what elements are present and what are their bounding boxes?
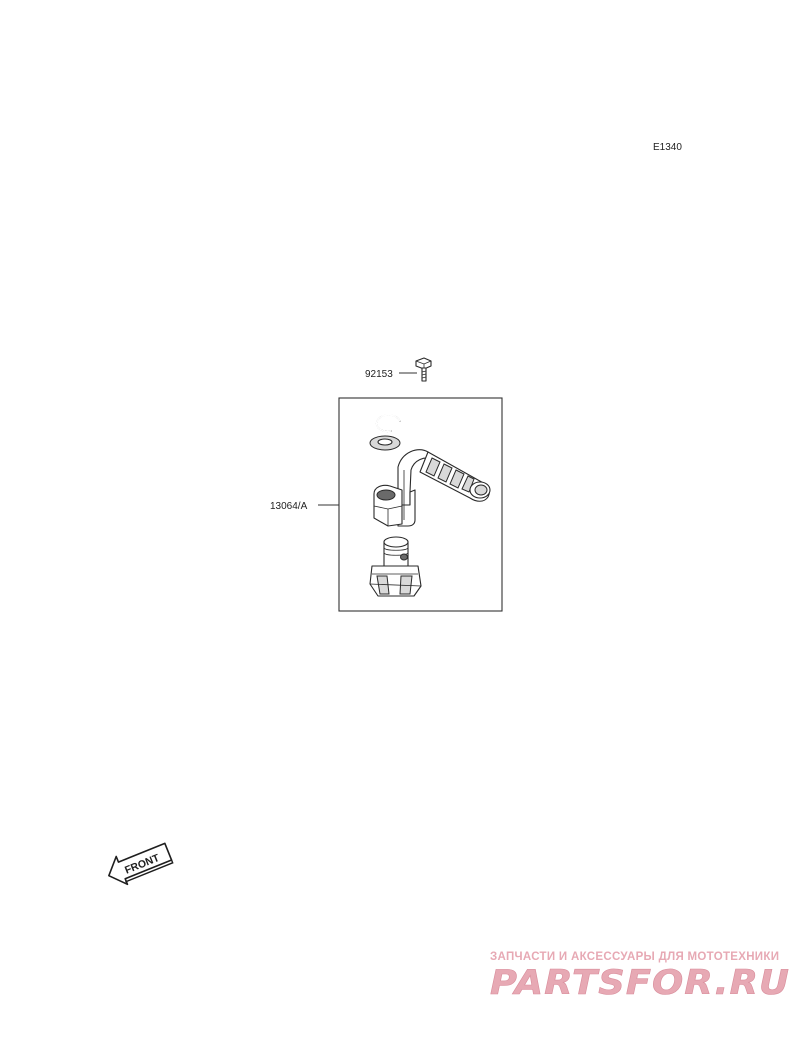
kick-lever-icon <box>373 449 491 527</box>
diagram-code: E1340 <box>653 142 682 153</box>
part-92153[interactable]: 92153 <box>365 357 432 382</box>
watermark-logo: PARTSFOR.RU <box>490 963 790 1003</box>
part-number-92153: 92153 <box>365 369 393 380</box>
front-arrow: FRONT <box>108 842 174 886</box>
circlip-icon <box>375 414 401 433</box>
part-13064-a[interactable]: 13064/A <box>270 397 503 612</box>
assembly-frame <box>338 397 503 612</box>
watermark-tagline: ЗАПЧАСТИ И АКСЕССУАРЫ ДЛЯ МОТОТЕХНИКИ <box>490 951 780 963</box>
washer-icon <box>369 435 401 451</box>
bolt-icon <box>415 357 432 382</box>
kick-shaft-icon <box>369 536 422 597</box>
part-number-13064-a: 13064/A <box>270 501 308 512</box>
